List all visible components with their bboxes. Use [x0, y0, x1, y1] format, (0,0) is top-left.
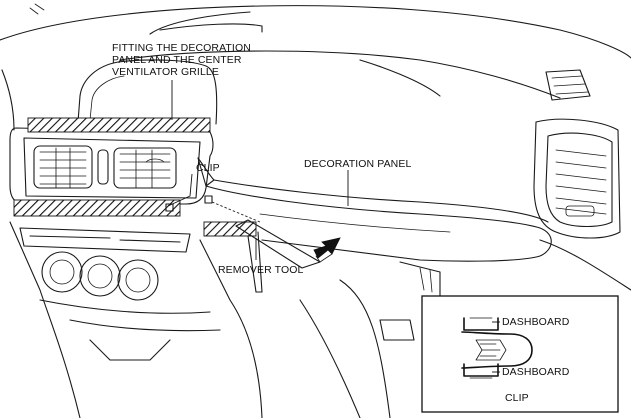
upper-fitting-band — [27, 117, 211, 133]
fitting-label-line2: PANEL AND THE CENTER — [112, 54, 242, 66]
inset-dashboard-bottom-label: DASHBOARD — [502, 366, 570, 378]
fitting-label-line3: VENTILATOR GRILLE — [112, 66, 219, 78]
lower-fitting-band — [13, 199, 181, 217]
decoration-panel-shape — [197, 157, 552, 262]
clip-hidden-line — [211, 201, 261, 223]
clip-label: CLIP — [196, 162, 220, 174]
clip-right-marker — [204, 195, 213, 204]
fitting-label-line1: FITTING THE DECORATION — [112, 42, 251, 54]
clip-leader-line — [167, 173, 193, 207]
panel-fitting-band — [203, 221, 257, 237]
clip-inset-box — [421, 295, 619, 413]
arrow-up-right-icon — [313, 237, 341, 263]
inset-dashboard-top-label: DASHBOARD — [502, 316, 570, 328]
instrument-hood — [77, 59, 218, 125]
center-panel-frame — [9, 127, 214, 205]
fitting-callout: FITTING THE DECORATION PANEL AND THE CEN… — [112, 42, 251, 78]
dashboard-top-outline — [0, 3, 631, 131]
remover-tool-label: REMOVER TOOL — [218, 264, 304, 276]
inset-title-label: CLIP — [505, 392, 529, 404]
clip-left-marker — [165, 203, 174, 212]
right-side-vent — [533, 69, 621, 239]
decoration-panel-label: DECORATION PANEL — [304, 158, 412, 170]
lower-console — [9, 221, 263, 418]
